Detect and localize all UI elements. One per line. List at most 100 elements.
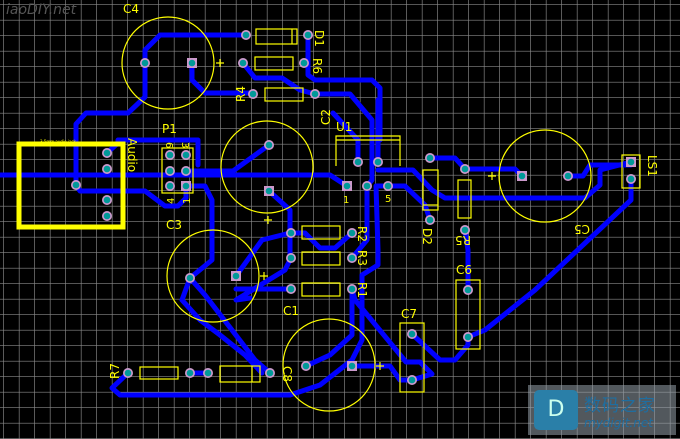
- label-audio-jack: 3.5mm audio jack: [40, 139, 77, 144]
- pad-hole: [461, 165, 469, 173]
- label-p1-pin1: 1: [182, 198, 193, 204]
- pad-hole: [461, 226, 469, 234]
- label-c1: C1: [283, 304, 299, 318]
- pad-hole: [348, 362, 356, 370]
- d2-outline: [422, 169, 439, 211]
- pads: [71, 30, 636, 385]
- pad-hole: [182, 151, 190, 159]
- pad-hole: [464, 286, 472, 294]
- label-c2: C2: [319, 109, 333, 125]
- label-d1: D1: [312, 30, 326, 47]
- pad-hole: [232, 272, 240, 280]
- label-r6: R6: [310, 58, 324, 74]
- pad-hole: [363, 182, 371, 190]
- label-r1: R1: [355, 282, 369, 298]
- c6-outline: [455, 279, 481, 350]
- watermark-bottom: D 数码之家 mydigit.net: [528, 385, 676, 435]
- pad-hole: [343, 182, 351, 190]
- label-ls1: LS1: [645, 155, 659, 177]
- pad-hole: [426, 216, 434, 224]
- label-u1-pin1: 1: [343, 195, 349, 206]
- resistor-outline: [219, 365, 261, 383]
- label-p1-pin3: 3: [179, 142, 190, 148]
- pad-hole: [300, 59, 308, 67]
- label-r5: R5: [455, 233, 471, 247]
- pad-hole: [242, 31, 250, 39]
- label-u1: U1: [336, 120, 352, 134]
- pad-hole: [141, 59, 149, 67]
- pad-hole: [166, 182, 174, 190]
- label-u1-pin5: 5: [385, 194, 391, 205]
- pad-hole: [287, 229, 295, 237]
- label-c7: C7: [401, 307, 417, 321]
- label-p1-pin4: 4: [166, 198, 177, 204]
- pad-hole: [72, 181, 80, 189]
- pad-hole: [265, 141, 273, 149]
- d1-outline: [255, 28, 298, 45]
- pad-hole: [354, 158, 362, 166]
- pad-hole: [627, 158, 635, 166]
- label-c3: C3: [166, 218, 182, 232]
- pad-hole: [204, 369, 212, 377]
- pad-hole: [302, 362, 310, 370]
- pad-hole: [564, 172, 572, 180]
- label-r2: R2: [355, 226, 369, 242]
- pad-hole: [124, 369, 132, 377]
- pad-hole: [348, 285, 356, 293]
- pad-hole: [182, 167, 190, 175]
- silkscreen: [16, 16, 641, 412]
- r2-outline: [301, 225, 341, 240]
- r6-outline: [254, 56, 294, 71]
- pad-hole: [287, 285, 295, 293]
- pad-hole: [265, 187, 273, 195]
- label-c4: C4: [123, 2, 139, 16]
- pad-hole: [182, 182, 190, 190]
- pad-hole: [348, 229, 356, 237]
- pad-hole: [627, 175, 635, 183]
- ls1-outline: [621, 154, 641, 189]
- r5-outline: [457, 179, 472, 219]
- watermark-top: iaoDIY.net: [6, 2, 77, 18]
- pad-hole: [188, 59, 196, 67]
- label-c6: C6: [456, 263, 472, 277]
- pad-hole: [186, 274, 194, 282]
- pad-hole: [408, 376, 416, 384]
- c8-outline: [282, 318, 376, 412]
- watermark-chinese: 数码之家: [584, 395, 656, 416]
- c2-outline: [220, 120, 314, 214]
- label-r4: R4: [234, 86, 248, 102]
- c3-outline: [166, 229, 260, 323]
- c7-outline: [399, 322, 425, 393]
- pad-hole: [103, 196, 111, 204]
- house-d-icon: D: [534, 390, 578, 430]
- pad-hole: [166, 167, 174, 175]
- pad-hole: [239, 59, 247, 67]
- pad-hole: [384, 182, 392, 190]
- label-r7: R7: [108, 363, 122, 379]
- c5-outline: [498, 129, 592, 223]
- label-d2: D2: [420, 228, 434, 245]
- p1-outline: [161, 147, 194, 194]
- pad-hole: [304, 31, 312, 39]
- pad-hole: [103, 149, 111, 157]
- r3-outline: [301, 251, 341, 266]
- pad-hole: [166, 151, 174, 159]
- label-c5: C5: [574, 222, 590, 236]
- pad-hole: [186, 369, 194, 377]
- pad-hole: [464, 333, 472, 341]
- label-p1: P1: [162, 122, 177, 136]
- c4-outline: [121, 16, 215, 110]
- watermark-domain: mydigit.net: [584, 415, 653, 430]
- pad-hole: [103, 165, 111, 173]
- r4-outline: [264, 87, 304, 102]
- labels: C4 D1 R6 R4 P1 Audio 3.5mm audio jack 6 …: [40, 2, 659, 382]
- r1-outline: [301, 282, 341, 297]
- pad-hole: [348, 254, 356, 262]
- pad-hole: [374, 158, 382, 166]
- pad-hole: [249, 90, 257, 98]
- pad-hole: [311, 90, 319, 98]
- label-c8: C8: [280, 366, 294, 382]
